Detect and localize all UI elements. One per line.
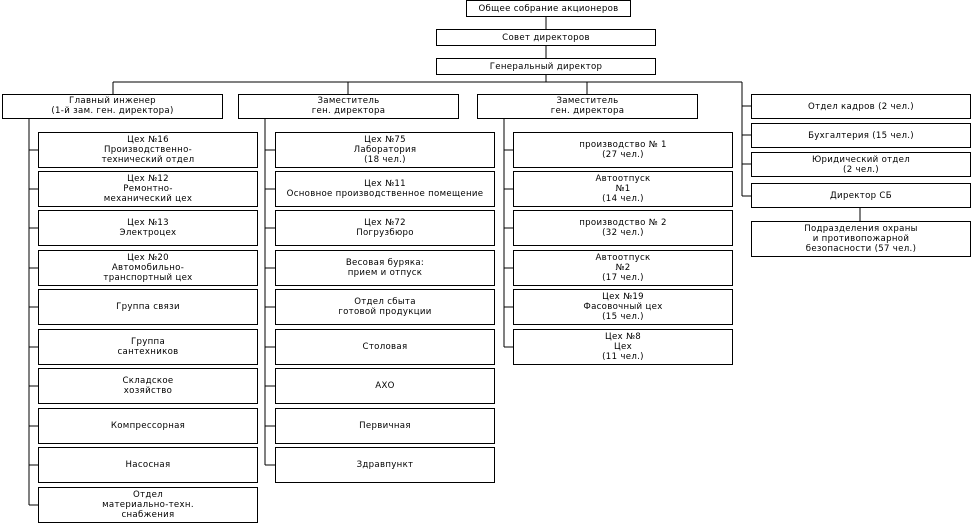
shareholders-meeting-box: Общее собрание акционеров: [466, 0, 631, 17]
col2-unit-6: Столовая: [275, 329, 495, 365]
legal-department-box: Юридический отдел (2 чел.): [751, 152, 971, 177]
board-of-directors-box: Совет директоров: [436, 29, 656, 46]
deputy-director-2-box: Заместитель ген. директора: [477, 94, 698, 119]
col1-unit-5: Группа связи: [38, 289, 258, 325]
col1-unit-8: Компрессорная: [38, 408, 258, 444]
col1-unit-7: Складское хозяйство: [38, 368, 258, 404]
col2-unit-5: Отдел сбыта готовой продукции: [275, 289, 495, 325]
col1-unit-2: Цех №12 Ремонтно- механический цех: [38, 171, 258, 207]
col1-unit-3: Цех №13 Электроцех: [38, 210, 258, 246]
col1-unit-6: Группа сантехников: [38, 329, 258, 365]
security-director-box: Директор СБ: [751, 183, 971, 208]
col3-unit-2: Автоотпуск №1 (14 чел.): [513, 171, 733, 207]
col3-unit-4: Автоотпуск №2 (17 чел.): [513, 250, 733, 286]
hr-department-box: Отдел кадров (2 чел.): [751, 94, 971, 119]
accounting-box: Бухгалтерия (15 чел.): [751, 123, 971, 148]
general-director-box: Генеральный директор: [436, 58, 656, 75]
col2-unit-9: Здравпункт: [275, 447, 495, 483]
chief-engineer-box: Главный инженер (1-й зам. ген. директора…: [2, 94, 223, 119]
col2-unit-2: Цех №11 Основное производственное помеще…: [275, 171, 495, 207]
col3-unit-6: Цех №8 Цех (11 чел.): [513, 329, 733, 365]
deputy-director-1-box: Заместитель ген. директора: [238, 94, 459, 119]
col1-unit-1: Цех №16 Производственно- технический отд…: [38, 132, 258, 168]
col3-unit-1: производство № 1 (27 чел.): [513, 132, 733, 168]
col1-unit-10: Отдел материально-техн. снабжения: [38, 487, 258, 523]
col2-unit-3: Цех №72 Погрузбюро: [275, 210, 495, 246]
col2-unit-8: Первичная: [275, 408, 495, 444]
col1-unit-4: Цех №20 Автомобильно- транспортный цех: [38, 250, 258, 286]
col1-unit-9: Насосная: [38, 447, 258, 483]
security-units-box: Подразделения охраны и противопожарной б…: [751, 221, 971, 257]
col3-unit-5: Цех №19 Фасовочный цех (15 чел.): [513, 289, 733, 325]
col2-unit-7: АХО: [275, 368, 495, 404]
col3-unit-3: производство № 2 (32 чел.): [513, 210, 733, 246]
col2-unit-4: Весовая буряка: прием и отпуск: [275, 250, 495, 286]
col2-unit-1: Цех №75 Лаборатория (18 чел.): [275, 132, 495, 168]
